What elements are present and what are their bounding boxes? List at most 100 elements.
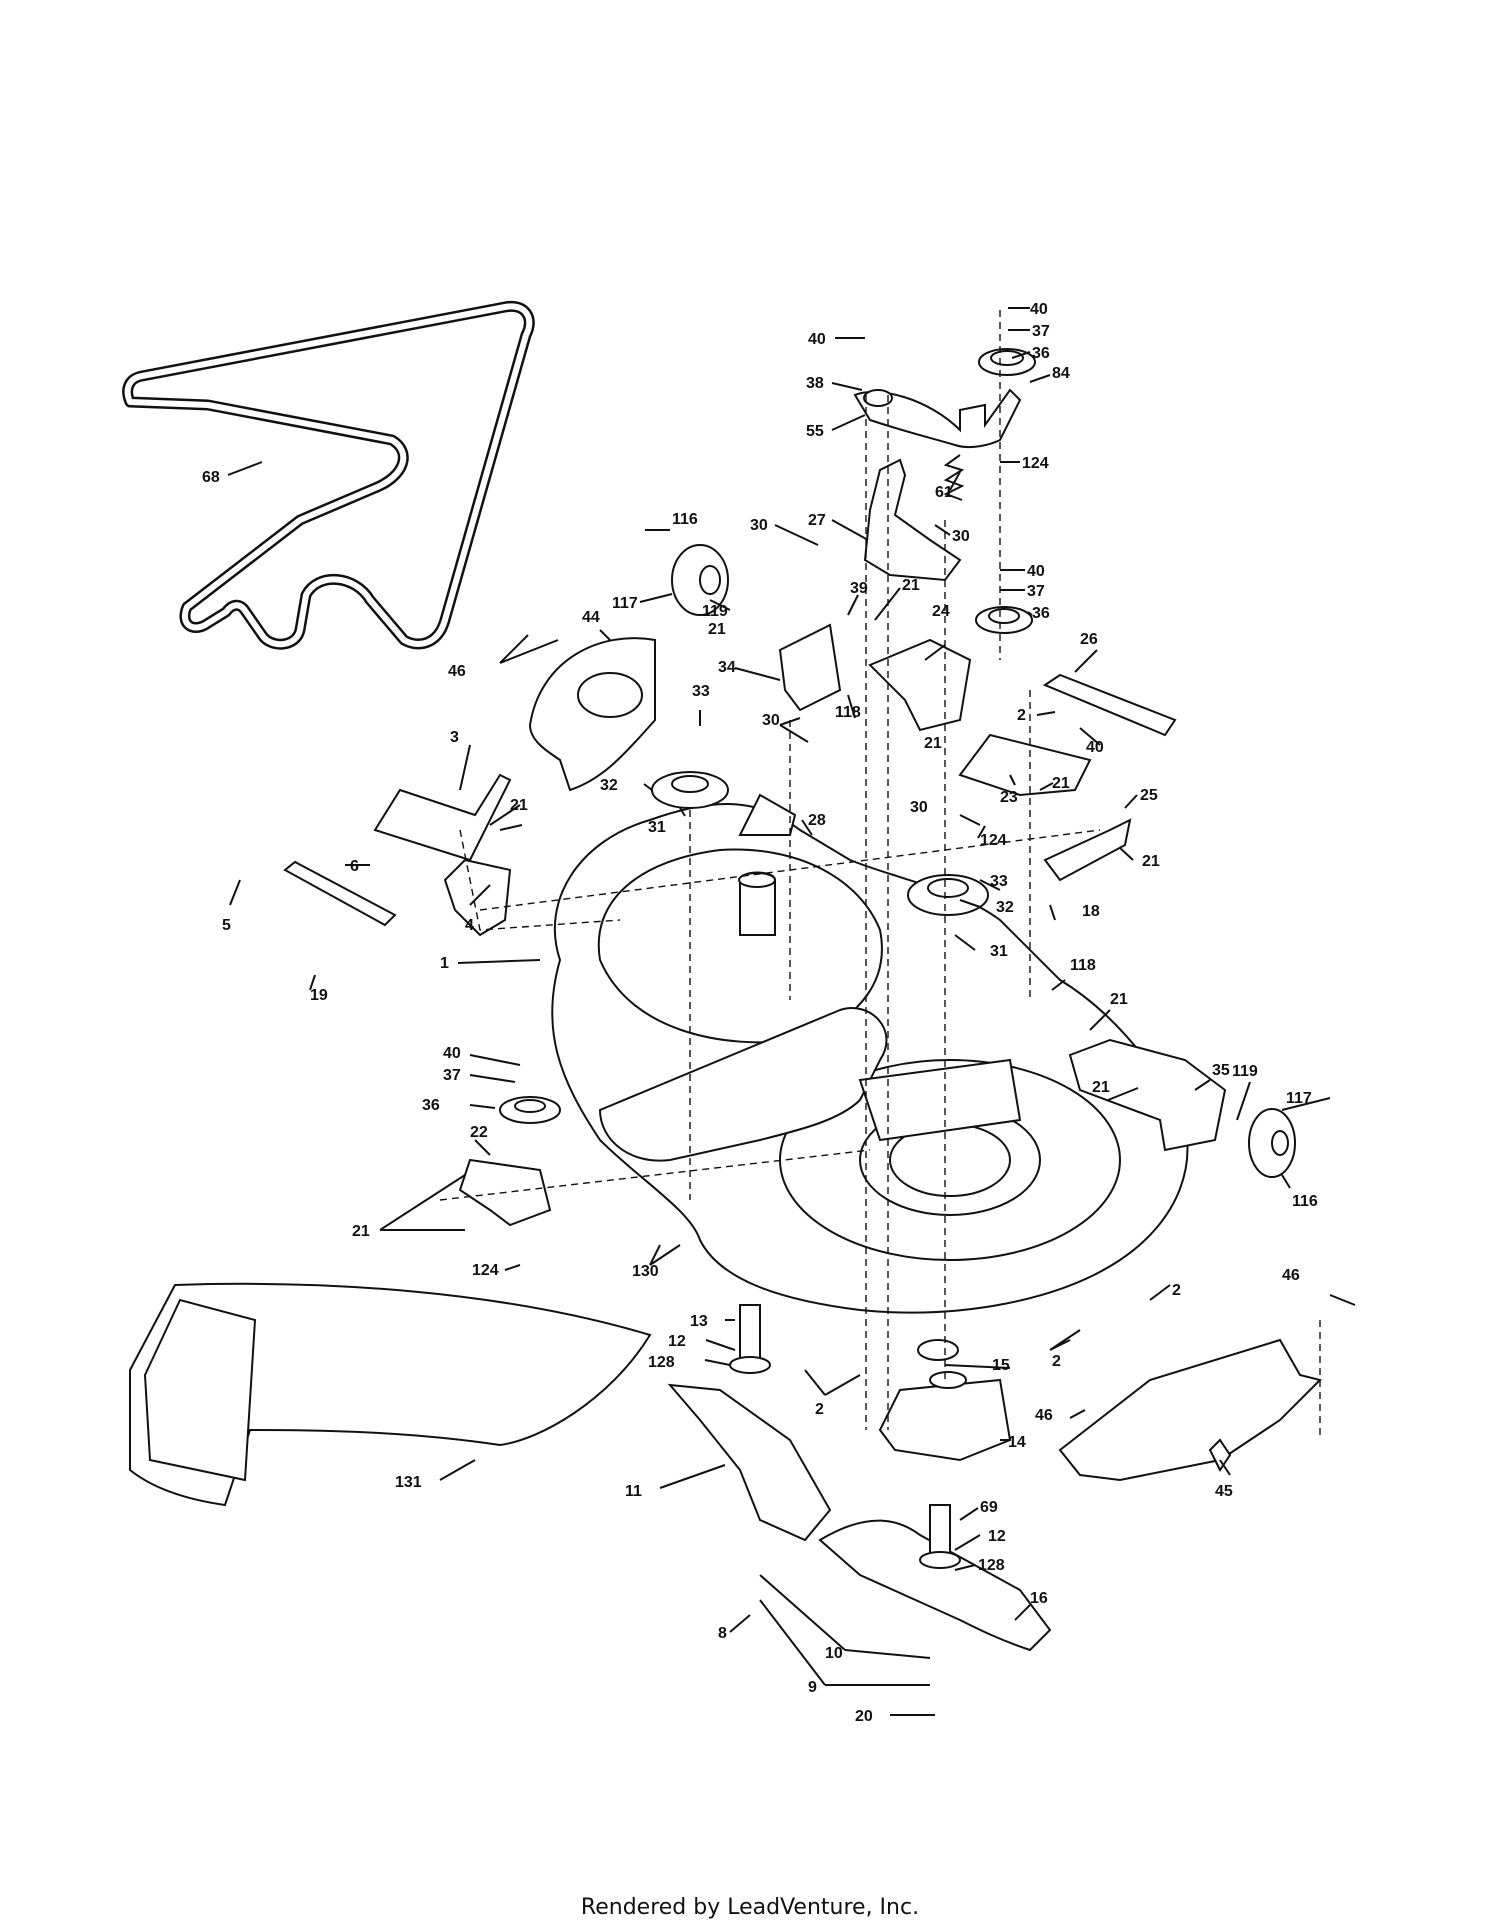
callout-45: 45 (1215, 1483, 1233, 1500)
wheel-117-lower (1248, 1108, 1296, 1178)
callout-116: 116 (1292, 1193, 1318, 1210)
callout-69: 69 (980, 1499, 998, 1516)
callout-21: 21 (510, 797, 528, 814)
bracket-34 (778, 623, 842, 712)
callout-68: 68 (202, 469, 220, 486)
callout-2: 2 (1052, 1353, 1061, 1370)
callout-9: 9 (808, 1679, 817, 1696)
cover-45 (1058, 1338, 1322, 1482)
callout-116: 116 (672, 511, 698, 528)
leader-lines (227, 307, 1356, 1716)
callout-44: 44 (582, 609, 600, 626)
callout-8: 8 (718, 1625, 727, 1642)
callout-46: 46 (1035, 1407, 1053, 1424)
idler-bracket (863, 458, 962, 582)
callout-21: 21 (1142, 853, 1160, 870)
wheel-117-upper (671, 544, 729, 616)
callout-18: 18 (1082, 903, 1100, 920)
callout-36: 36 (1032, 605, 1050, 622)
alignment-lines (439, 310, 1321, 1440)
callout-34: 34 (718, 659, 736, 676)
callout-61: 61 (935, 484, 953, 501)
bracket-3 (373, 773, 512, 862)
callout-10: 10 (825, 1645, 843, 1662)
callout-40: 40 (1027, 563, 1045, 580)
callout-3: 3 (450, 729, 459, 746)
callout-5: 5 (222, 917, 231, 934)
callout-16: 16 (1030, 1590, 1048, 1607)
discharge-chute (129, 1282, 652, 1507)
callout-124: 124 (472, 1262, 499, 1279)
callout-13: 13 (690, 1313, 708, 1330)
callout-55: 55 (806, 423, 824, 440)
callout-130: 130 (632, 1263, 659, 1280)
callout-26: 26 (1080, 631, 1098, 648)
callout-12: 12 (668, 1333, 686, 1350)
blade-11 (667, 1383, 832, 1542)
callout-40: 40 (1030, 301, 1048, 318)
callout-23: 23 (1000, 789, 1018, 806)
callout-36: 36 (1032, 345, 1050, 362)
callout-24: 24 (932, 603, 950, 620)
callout-124: 124 (980, 832, 1007, 849)
bracket-28 (738, 793, 797, 836)
callout-27: 27 (808, 512, 826, 529)
blade-16 (818, 1519, 1052, 1652)
bearing-15 (917, 1339, 959, 1361)
callout-35: 35 (1212, 1062, 1230, 1079)
callout-20: 20 (855, 1708, 873, 1725)
pulley-mid (975, 606, 1033, 634)
callout-46: 46 (448, 663, 466, 680)
callout-36: 36 (422, 1097, 440, 1114)
bar-26 (1042, 673, 1177, 737)
callout-37: 37 (1032, 323, 1050, 340)
callout-128: 128 (648, 1354, 675, 1371)
render-credit: Rendered by LeadVenture, Inc. (580, 1895, 920, 1920)
pulley-32-left (651, 771, 729, 809)
callout-131: 131 (395, 1474, 422, 1491)
callout-2: 2 (815, 1401, 824, 1418)
callout-118: 118 (1070, 957, 1096, 974)
spindle-13 (729, 1304, 771, 1374)
callout-15: 15 (992, 1357, 1010, 1374)
callout-117: 117 (1286, 1090, 1312, 1107)
link-6 (283, 860, 397, 927)
idler-pulley-32 (907, 874, 989, 916)
callout-4: 4 (465, 917, 474, 934)
callout-6: 6 (350, 858, 359, 875)
callout-21: 21 (1110, 991, 1128, 1008)
callout-21: 21 (1052, 775, 1070, 792)
callout-19: 19 (310, 987, 328, 1004)
callout-37: 37 (1027, 583, 1045, 600)
callout-128: 128 (978, 1557, 1005, 1574)
callout-14: 14 (1008, 1434, 1026, 1451)
callout-31: 31 (990, 943, 1008, 960)
callout-12: 12 (988, 1528, 1006, 1545)
callout-21: 21 (708, 621, 726, 638)
callout-119: 119 (1232, 1063, 1258, 1080)
callout-30: 30 (952, 528, 970, 545)
drive-belt (122, 300, 535, 650)
callout-21: 21 (902, 577, 920, 594)
callout-30: 30 (910, 799, 928, 816)
callout-84: 84 (1052, 365, 1070, 382)
callout-37: 37 (443, 1067, 461, 1084)
bracket-35 (1068, 1038, 1227, 1152)
callout-117: 117 (612, 595, 638, 612)
callout-33: 33 (990, 873, 1008, 890)
pulley-36-left (499, 1096, 561, 1124)
callout-118: 118 (835, 704, 861, 721)
callout-30: 30 (750, 517, 768, 534)
callout-2: 2 (1017, 707, 1026, 724)
callout-11: 11 (625, 1483, 642, 1500)
mower-deck (551, 803, 1189, 1314)
spindle-69 (919, 1504, 961, 1569)
callout-31: 31 (648, 819, 666, 836)
part-callouts: 40 40 37 36 84 38 55 124 61 30 27 30 116… (202, 301, 1318, 1725)
spindle-housing-14 (878, 1371, 1012, 1462)
callout-21: 21 (352, 1223, 370, 1240)
callout-46: 46 (1282, 1267, 1300, 1284)
callout-39: 39 (850, 580, 868, 597)
callout-40: 40 (808, 331, 826, 348)
bracket-25 (1043, 818, 1132, 882)
